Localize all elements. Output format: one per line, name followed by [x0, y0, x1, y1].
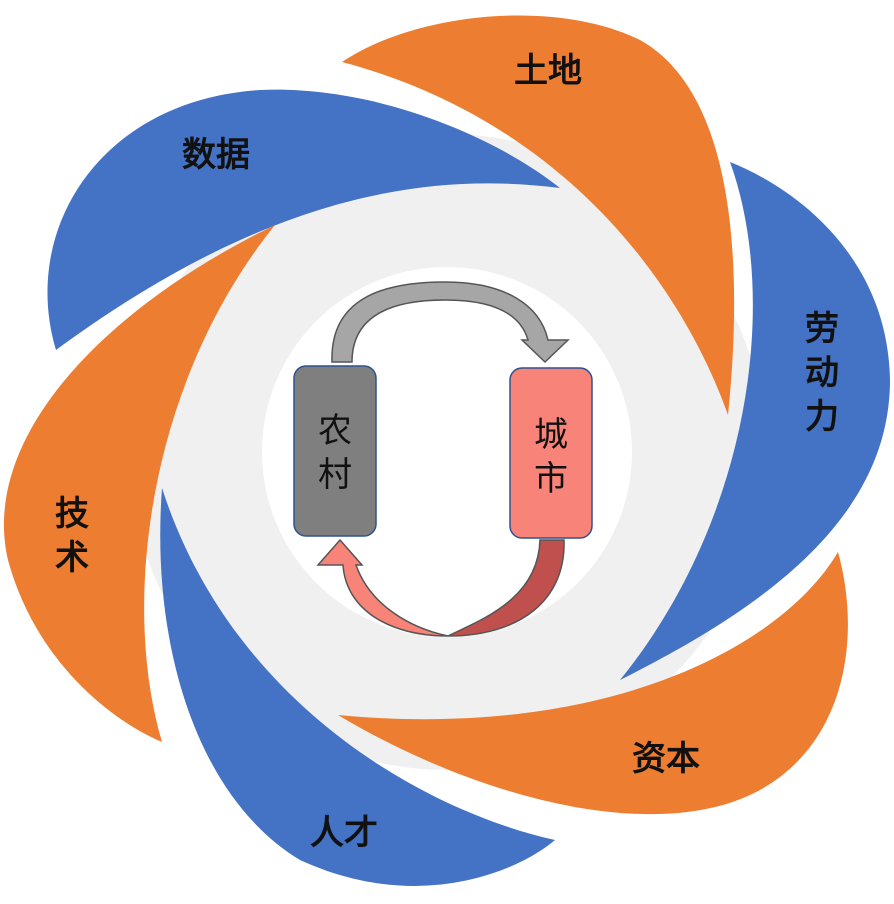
- arrow-urban-to-rural-left: [316, 538, 449, 637]
- petal-labor: [620, 162, 890, 680]
- rural-box: [293, 365, 377, 537]
- petal-label-labor: 劳动力: [805, 309, 839, 437]
- petal-label-data: 数据: [182, 135, 250, 175]
- petal-label-capital: 资本: [632, 739, 700, 779]
- petal-label-talent: 人才: [310, 813, 378, 853]
- petal-data: [47, 89, 560, 351]
- urban-label: 城市: [534, 415, 568, 499]
- petal-tech: [3, 225, 275, 742]
- arrow-rural-to-urban: [331, 281, 570, 364]
- petal-capital: [338, 552, 848, 815]
- rural-label: 农村: [318, 411, 352, 495]
- petal-land: [342, 15, 735, 415]
- arrow-urban-to-rural-right: [447, 539, 565, 637]
- petal-label-land: 土地: [514, 51, 582, 91]
- petal-talent: [160, 488, 555, 886]
- urban-box: [509, 367, 593, 539]
- petal-label-tech: 技术: [55, 494, 89, 578]
